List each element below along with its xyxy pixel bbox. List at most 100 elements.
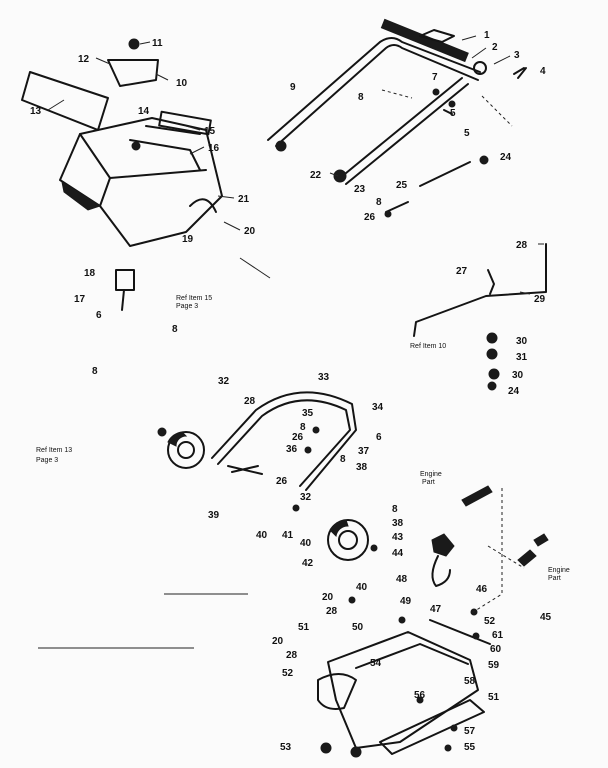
callout-48: 48 [396, 574, 408, 585]
callout-8: 8 [300, 422, 306, 433]
callout-44: 44 [392, 548, 404, 559]
callout-58: 58 [464, 676, 476, 687]
callout-56: 56 [414, 690, 426, 701]
callout-28: 28 [244, 396, 256, 407]
callout-28: 28 [286, 650, 298, 661]
callout-26: 26 [292, 432, 304, 443]
mower-deck [317, 485, 549, 758]
callout-23: 23 [354, 184, 366, 195]
callout-16: 16 [208, 143, 220, 154]
callout-43: 43 [392, 532, 404, 543]
callout-6: 6 [376, 432, 382, 443]
engine-part-note-2-line1: Engine [548, 567, 570, 574]
ref-note-item10: Ref Item 10 [410, 343, 446, 350]
ref-note-item15-line1: Ref Item 15 [176, 295, 212, 302]
callout-8: 8 [172, 324, 178, 335]
callout-20: 20 [244, 226, 256, 237]
callout-8: 8 [92, 366, 98, 377]
callout-13: 13 [30, 106, 42, 117]
engine-part-note-2-line2: Part [548, 575, 561, 582]
leader-lines [47, 35, 544, 295]
callout-21: 21 [238, 194, 250, 205]
callout-53: 53 [280, 742, 292, 753]
callout-20: 20 [322, 592, 334, 603]
callout-14: 14 [138, 106, 150, 117]
callout-8: 8 [376, 197, 382, 208]
callout-26: 26 [276, 476, 288, 487]
callout-19: 19 [182, 234, 194, 245]
callout-34: 34 [372, 402, 384, 413]
callout-32: 32 [218, 376, 230, 387]
callout-28: 28 [326, 606, 338, 617]
callout-37: 37 [358, 446, 370, 457]
ref-note-item15-line2: Page 3 [176, 303, 198, 310]
callout-17: 17 [74, 294, 86, 305]
callout-60: 60 [490, 644, 502, 655]
callout-59: 59 [488, 660, 500, 671]
callout-50: 50 [352, 622, 364, 633]
callout-2: 2 [492, 42, 498, 53]
callout-4: 4 [540, 66, 546, 77]
callout-38: 38 [392, 518, 404, 529]
callout-32: 32 [300, 492, 312, 503]
callout-25: 25 [396, 180, 408, 191]
grass-catcher [21, 38, 271, 311]
ref-note-item13-line1: Ref Item 13 [36, 447, 72, 454]
callout-39: 39 [208, 510, 220, 521]
callout-28: 28 [516, 240, 528, 251]
callout-9: 9 [290, 82, 296, 93]
engine-part-note-1-line2: Part [422, 479, 435, 486]
callout-31: 31 [516, 352, 528, 363]
callout-52: 52 [282, 668, 294, 679]
callout-3: 3 [514, 50, 520, 61]
callout-54: 54 [370, 658, 382, 669]
callout-27: 27 [456, 266, 468, 277]
callout-15: 15 [204, 126, 216, 137]
callout-20: 20 [272, 636, 284, 647]
callout-11: 11 [152, 38, 163, 49]
callout-40: 40 [256, 530, 268, 541]
callout-55: 55 [464, 742, 476, 753]
reference-notes: Ref Item 15 Page 3 Ref Item 10 Ref Item … [36, 295, 570, 582]
callout-38: 38 [356, 462, 368, 473]
callout-52: 52 [484, 616, 496, 627]
callout-7: 7 [432, 72, 438, 83]
callout-33: 33 [318, 372, 330, 383]
callout-36: 36 [286, 444, 298, 455]
engine-part-note-1-line1: Engine [420, 471, 442, 478]
callout-26: 26 [364, 212, 376, 223]
callout-22: 22 [310, 170, 322, 181]
callout-46: 46 [476, 584, 488, 595]
callout-40: 40 [356, 582, 368, 593]
callout-8: 8 [392, 504, 398, 515]
callout-40: 40 [300, 538, 312, 549]
ref-note-item13-line2: Page 3 [36, 457, 58, 464]
callout-24: 24 [500, 152, 512, 163]
callout-57: 57 [464, 726, 476, 737]
callout-1: 1 [484, 30, 490, 41]
callout-8: 8 [340, 454, 346, 465]
callout-10: 10 [176, 78, 188, 89]
callout-47: 47 [430, 604, 442, 615]
callout-5: 5 [464, 128, 470, 139]
callout-8: 8 [358, 92, 364, 103]
callout-29: 29 [534, 294, 546, 305]
upper-handle [267, 18, 481, 185]
callout-24: 24 [508, 386, 520, 397]
callout-45: 45 [540, 612, 552, 623]
callout-labels: 1 2 3 4 5 5 7 8 9 10 11 12 13 14 15 16 1… [30, 30, 552, 753]
callout-30: 30 [516, 336, 528, 347]
callout-41: 41 [282, 530, 294, 541]
callout-5: 5 [450, 108, 456, 119]
callout-49: 49 [400, 596, 412, 607]
callout-12: 12 [78, 54, 90, 65]
callout-30: 30 [512, 370, 524, 381]
callout-35: 35 [302, 408, 314, 419]
callout-51: 51 [298, 622, 310, 633]
callout-51: 51 [488, 692, 500, 703]
callout-42: 42 [302, 558, 314, 569]
control-rod [413, 243, 547, 391]
lower-handle [157, 391, 378, 604]
